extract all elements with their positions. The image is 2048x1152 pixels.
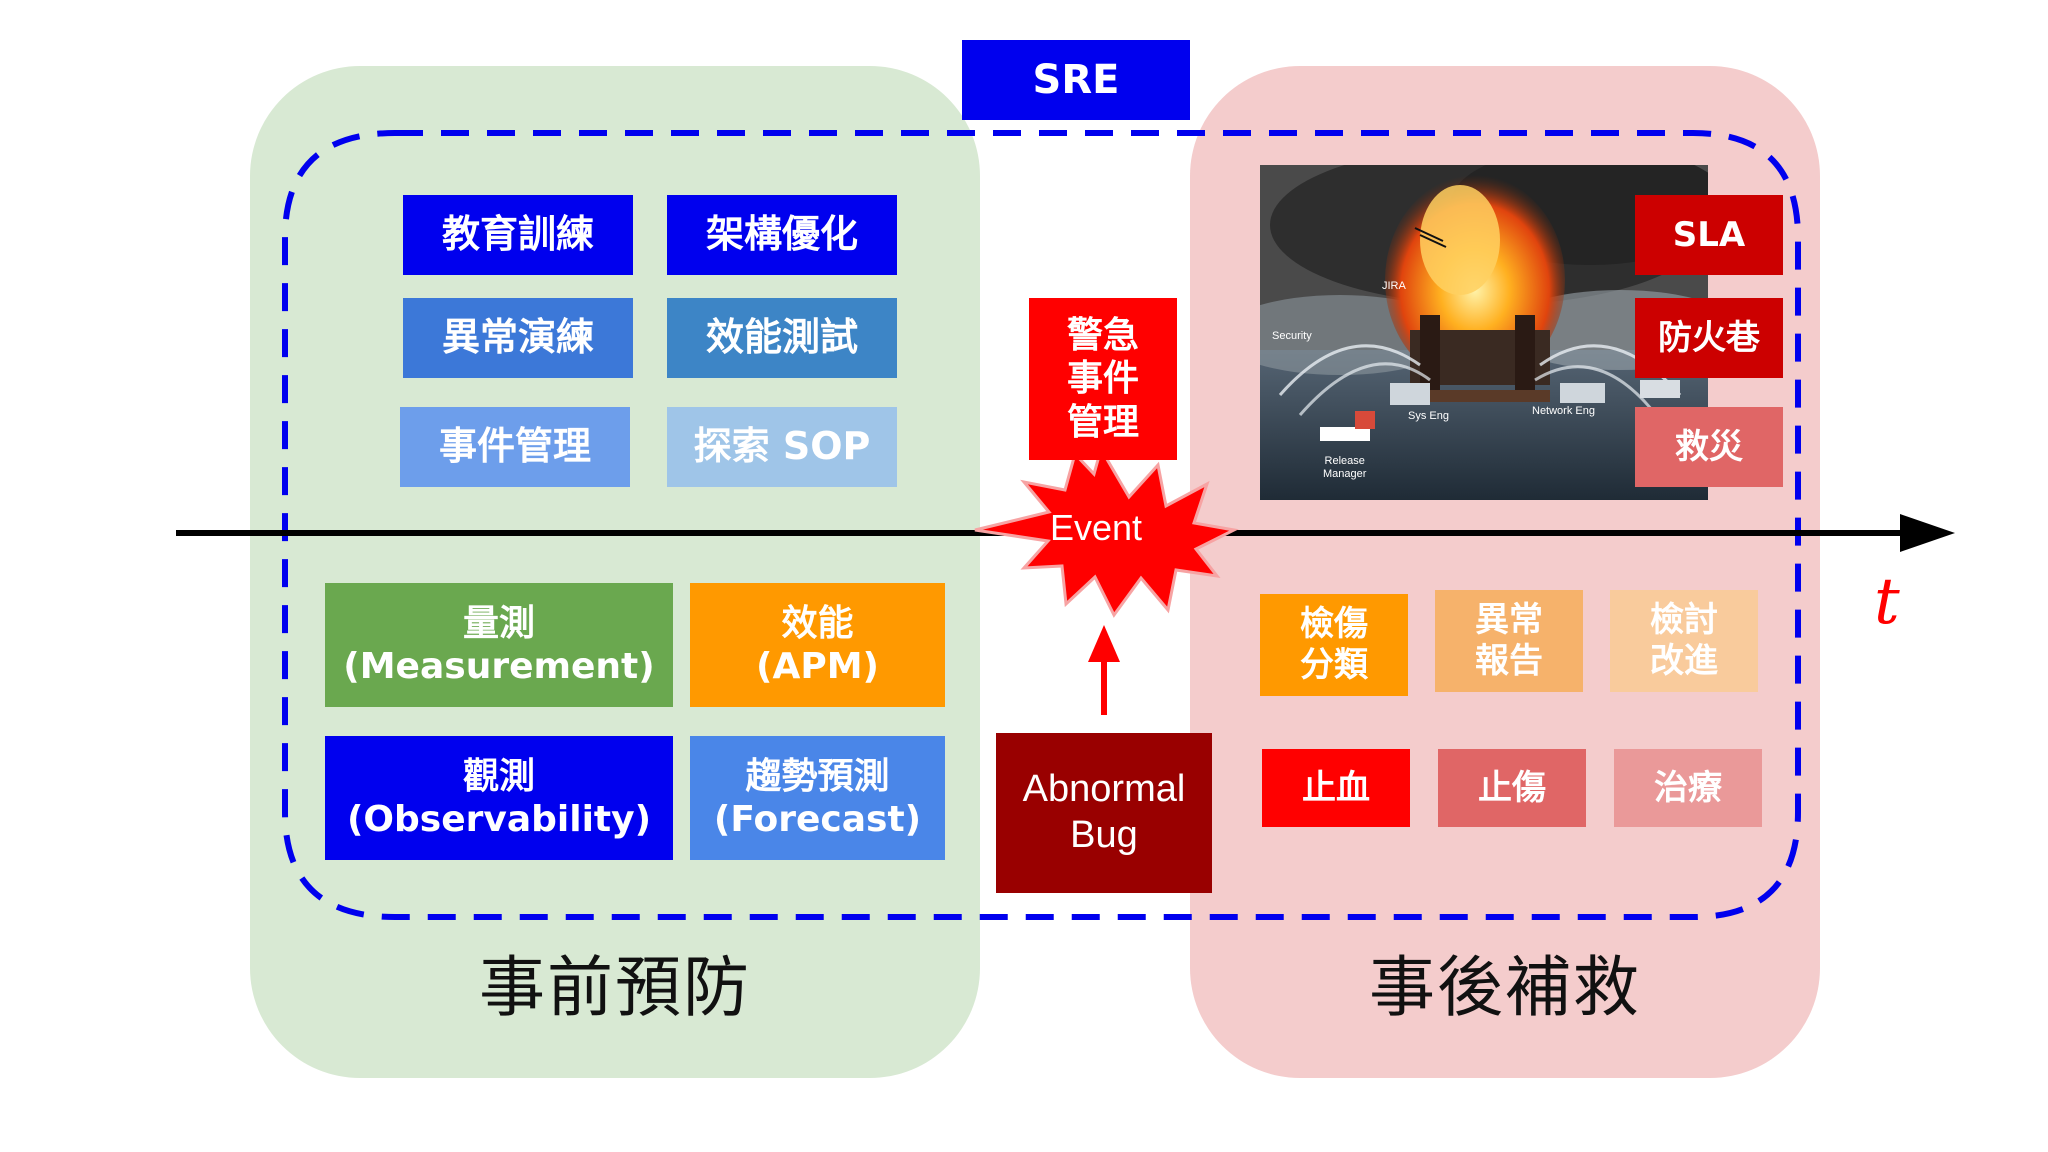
event-label: Event bbox=[1050, 507, 1143, 548]
photo-label-security: Security bbox=[1272, 330, 1312, 342]
stop-bleeding-box: 止血 bbox=[1262, 749, 1410, 827]
apm-box: 效能 (APM) bbox=[690, 583, 945, 707]
event-burst-icon bbox=[974, 445, 1239, 618]
emergency-incident-box: 警急 事件 管理 bbox=[1029, 298, 1177, 460]
photo-label-jira: JIRA bbox=[1382, 280, 1406, 292]
prevention-title: 事前預防 bbox=[479, 949, 751, 1026]
education-training-box: 教育訓練 bbox=[403, 195, 633, 275]
sre-label: SRE bbox=[962, 40, 1190, 120]
time-axis-label: t bbox=[1874, 565, 1900, 639]
abnormal-bug-box: Abnormal Bug bbox=[996, 733, 1212, 893]
photo-label-network-eng: Network Eng bbox=[1532, 405, 1595, 417]
oil-rig-fire-photo: JIRA Security Sys Eng Network Eng Releas… bbox=[1260, 165, 1708, 500]
disaster-relief-box: 救災 bbox=[1635, 407, 1783, 487]
architecture-optimization-box: 架構優化 bbox=[667, 195, 897, 275]
anomaly-drill-box: 異常演練 bbox=[403, 298, 633, 378]
incident-management-box: 事件管理 bbox=[400, 407, 630, 487]
bug-to-event-arrowhead-icon bbox=[1088, 625, 1120, 662]
timeline-arrowhead-icon bbox=[1900, 514, 1955, 552]
forecast-box: 趨勢預測 (Forecast) bbox=[690, 736, 945, 860]
stop-injury-box: 止傷 bbox=[1438, 749, 1586, 827]
photo-label-sys-eng: Sys Eng bbox=[1408, 410, 1449, 422]
firebreak-box: 防火巷 bbox=[1635, 298, 1783, 378]
sre-boundary bbox=[282, 130, 1801, 920]
triage-box: 檢傷 分類 bbox=[1260, 594, 1408, 696]
sla-box: SLA bbox=[1635, 195, 1783, 275]
photo-label-release-manager: Release Manager bbox=[1323, 455, 1367, 480]
treatment-box: 治療 bbox=[1614, 749, 1762, 827]
incident-report-box: 異常 報告 bbox=[1435, 590, 1583, 692]
remediation-title: 事後補救 bbox=[1369, 949, 1641, 1026]
measurement-box: 量測 (Measurement) bbox=[325, 583, 673, 707]
explore-sop-box: 探索 SOP bbox=[667, 407, 897, 487]
photo-drawing bbox=[1260, 165, 1708, 500]
review-improve-box: 檢討 改進 bbox=[1610, 590, 1758, 692]
performance-testing-box: 效能測試 bbox=[667, 298, 897, 378]
observability-box: 觀測 (Observability) bbox=[325, 736, 673, 860]
